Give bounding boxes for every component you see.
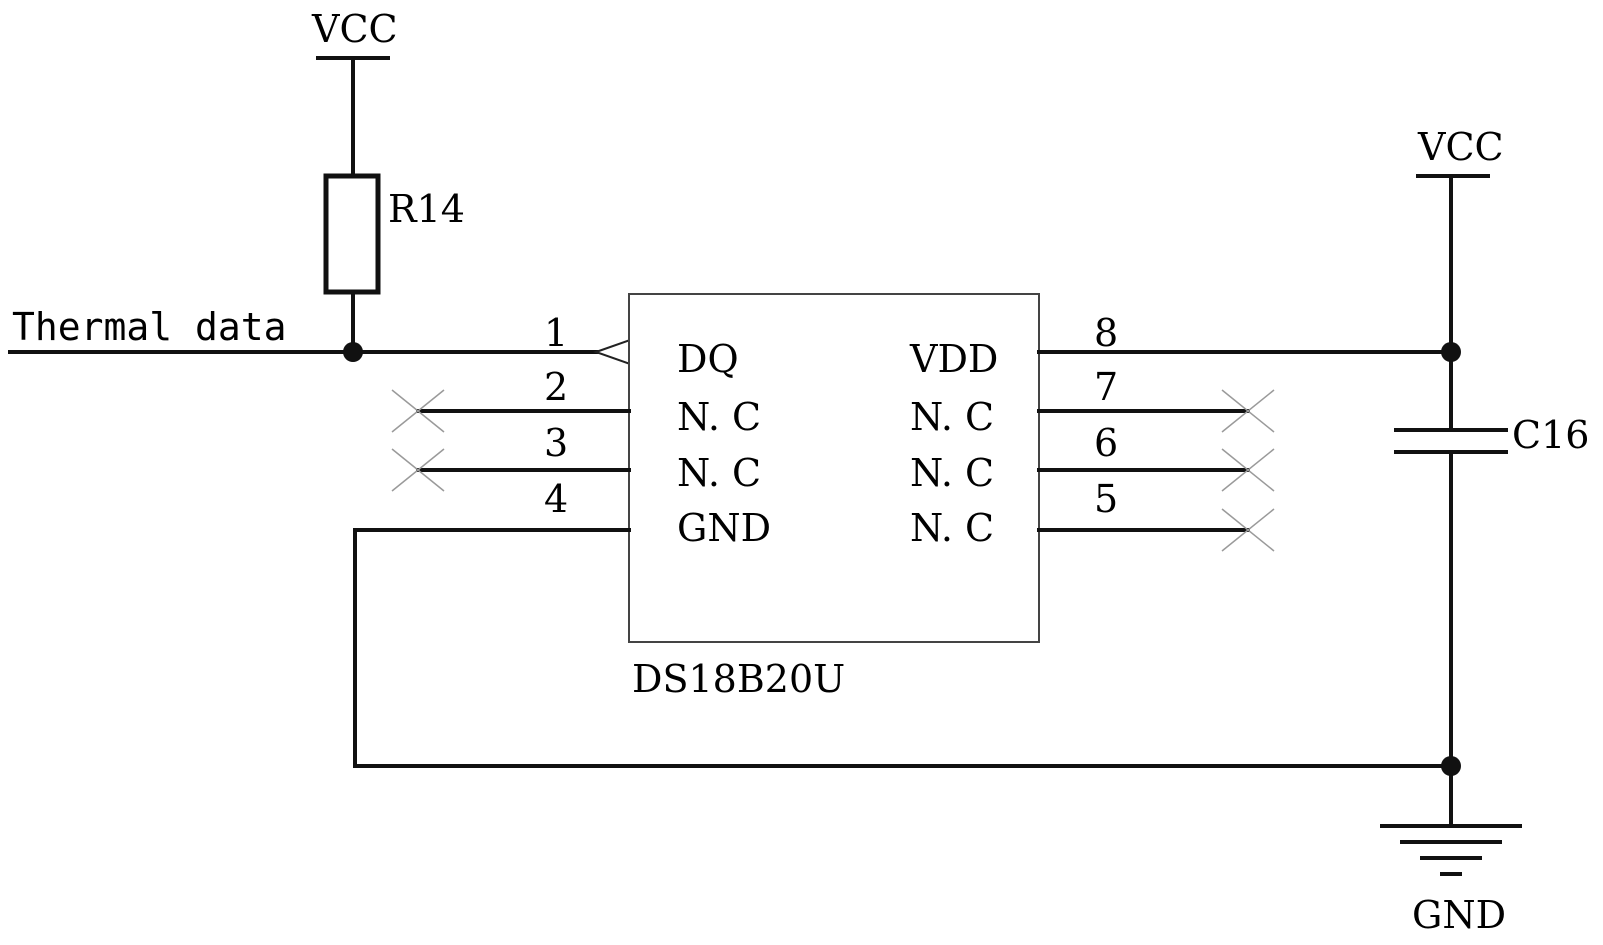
junction-dot-data [343, 342, 363, 362]
no-connect-marker-pin7 [1221, 389, 1275, 433]
pin-name-nc-2: N. C [677, 395, 761, 439]
ground-symbol [1380, 824, 1522, 876]
resistor-r14 [323, 173, 381, 295]
gnd-return-wire [353, 528, 1453, 768]
pin-number-2: 2 [544, 365, 568, 409]
pin-name-vdd: VDD [909, 337, 998, 381]
pin-number-8: 8 [1094, 311, 1118, 355]
pin1-input-arrow [592, 338, 631, 366]
ic-name-label: DS18B20U [632, 657, 845, 701]
vcc-label-right: VCC [1417, 125, 1504, 169]
pin-name-nc-7: N. C [910, 395, 994, 439]
pin-number-1: 1 [544, 311, 568, 355]
pin-number-6: 6 [1094, 421, 1118, 465]
no-connect-marker-pin5 [1221, 508, 1275, 552]
net-label-thermal-data: Thermal data [12, 305, 287, 349]
pin-name-nc-5: N. C [910, 506, 994, 550]
junction-dot-gnd [1441, 756, 1461, 776]
pin-name-nc-6: N. C [910, 451, 994, 495]
pin-number-7: 7 [1094, 365, 1118, 409]
pin-number-5: 5 [1094, 477, 1118, 521]
junction-dot-vdd [1441, 342, 1461, 362]
capacitor-label: C16 [1512, 413, 1589, 457]
ic-body [628, 293, 1040, 643]
no-connect-marker-pin2 [391, 389, 445, 433]
pin-name-gnd: GND [677, 506, 771, 550]
pin-number-4: 4 [544, 477, 568, 521]
pin-name-nc-3: N. C [677, 451, 761, 495]
gnd-label: GND [1412, 893, 1506, 937]
pin-name-dq: DQ [677, 337, 739, 381]
no-connect-marker-pin3 [391, 448, 445, 492]
no-connect-marker-pin6 [1221, 448, 1275, 492]
vcc-label-left: VCC [311, 7, 398, 51]
resistor-label: R14 [388, 187, 465, 231]
pin-number-3: 3 [544, 421, 568, 465]
